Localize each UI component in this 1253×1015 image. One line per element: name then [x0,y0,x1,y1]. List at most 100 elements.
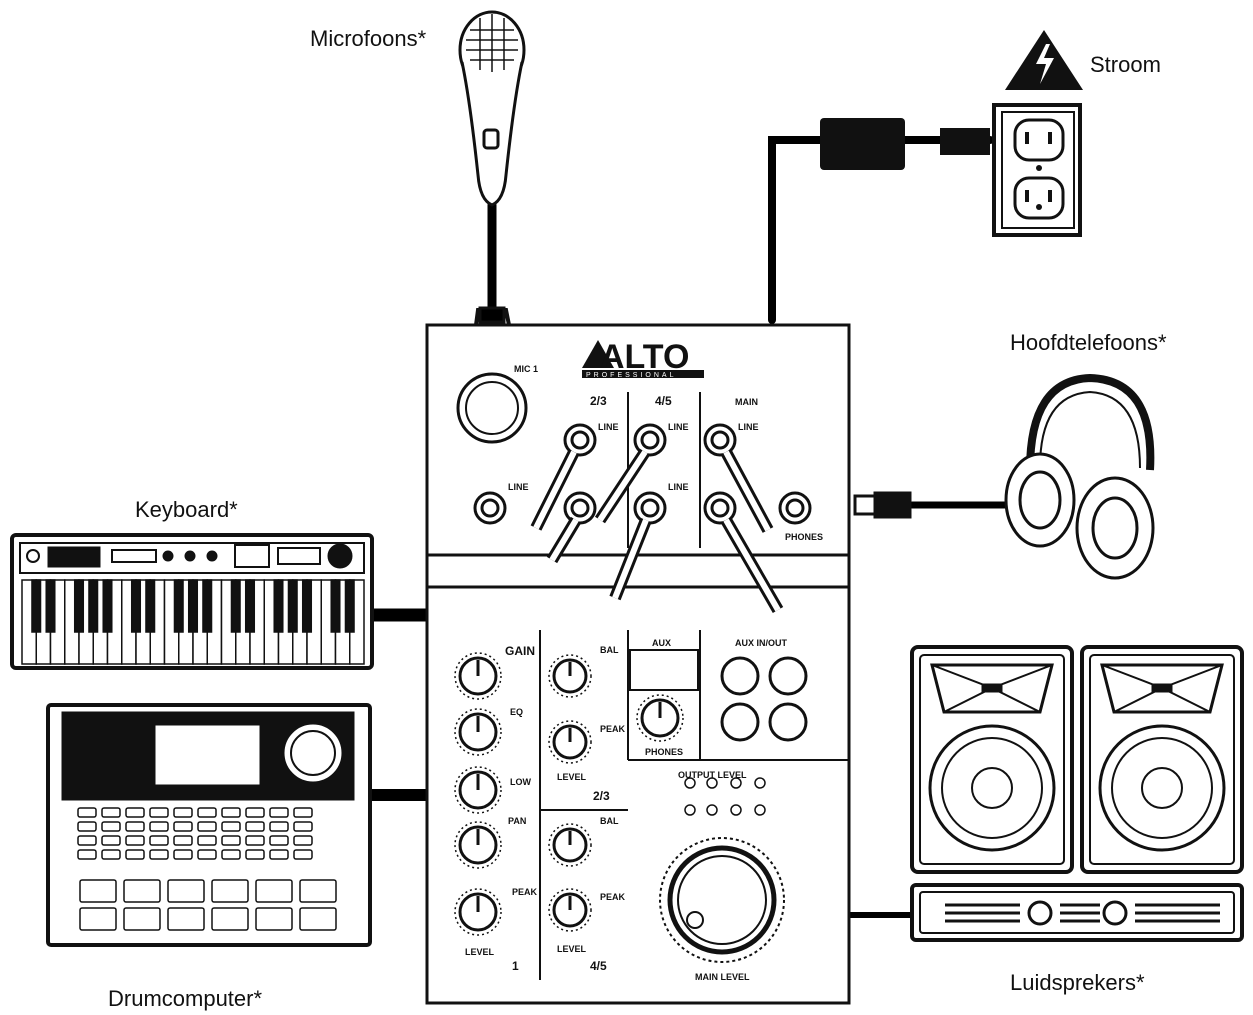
power-outlet [820,30,1083,237]
ch23-label: 2/3 [590,394,607,408]
knob [548,888,592,932]
black-key [187,579,199,633]
drum-small-button [149,807,169,818]
black-key [330,579,341,633]
drum-small-button [221,835,241,846]
drum-pad [79,879,117,903]
knob [548,654,592,698]
black-key [45,579,56,633]
drum-small-button [125,821,145,832]
line-label-23: LINE [598,422,619,432]
drum-small-button [269,835,289,846]
speaker-right [1080,645,1244,874]
drum-small-button [197,849,217,860]
black-key [273,579,284,633]
black-key [301,579,313,633]
drum-small-button [293,821,313,832]
drum-small-button [197,807,217,818]
peak-label-45: PEAK [600,892,626,902]
drum-small-button [149,835,169,846]
drum-small-button [245,835,265,846]
drum-small-button [293,835,313,846]
mixer: ALTO PROFESSIONAL MIC 1 2/3 4/5 MAIN LIN… [425,323,851,1005]
black-key [73,579,85,633]
drum-small-button [197,835,217,846]
jack-plugs [530,448,784,614]
drum-small-button [77,807,97,818]
drum-small-button [293,807,313,818]
line-label-45b: LINE [668,482,689,492]
output-leds [684,777,766,816]
amplifier [910,883,1244,942]
drum-pad [255,879,293,903]
knob [636,694,684,742]
label-microphones: Microfoons* [310,26,427,51]
drum-pad [123,907,161,931]
drum-small-button [77,835,97,846]
drum-small-button [101,821,121,832]
ch45-label: 4/5 [655,394,672,408]
black-key [202,579,213,633]
low-label: LOW [510,777,531,787]
black-key [88,579,99,633]
phones-label: PHONES [785,532,823,542]
black-key [145,579,156,633]
black-key [173,579,184,633]
main-label: MAIN [735,397,758,407]
drum-small-button [101,807,121,818]
drum-small-button [77,849,97,860]
mic-input-label: MIC 1 [514,364,538,374]
line-label-main: LINE [738,422,759,432]
drum-small-button [101,849,121,860]
output-level-label: OUTPUT LEVEL [678,770,747,780]
speakers [910,645,1244,942]
knob [548,720,592,764]
label-keyboard: Keyboard* [135,497,238,522]
knobs [454,652,695,936]
drum-pad [123,879,161,903]
knob [548,823,592,867]
keyboard [10,533,374,670]
headphones [853,373,1155,580]
eq-label: EQ [510,707,523,717]
drum-small-button [245,807,265,818]
label-speakers: Luidsprekers* [1010,970,1145,995]
drum-pad [299,879,337,903]
label-drum-machine: Drumcomputer* [108,986,263,1011]
drum-pad [167,907,205,931]
drum-small-button [269,849,289,860]
drum-small-button [101,835,121,846]
black-key [31,579,42,633]
drum-small-button [245,849,265,860]
aux-in-out-label: AUX IN/OUT [735,638,788,648]
drum-pad [211,879,249,903]
drum-pad [167,879,205,903]
mixer-brand-sub: PROFESSIONAL [586,372,676,379]
drum-small-button [125,849,145,860]
power-adapter [820,118,905,170]
drum-small-button [269,821,289,832]
drum-pad [299,907,337,931]
knob [454,652,502,700]
drum-small-button [221,849,241,860]
drum-small-button [173,849,193,860]
black-key [102,579,113,633]
power-cable [768,136,824,324]
black-key [287,579,298,633]
ch45-bottom-label: 4/5 [590,959,607,973]
line-label-1: LINE [508,482,529,492]
line-label-45: LINE [668,422,689,432]
main-level-knob [659,837,785,963]
black-key [230,579,241,633]
drum-small-button [173,821,193,832]
ch23-bottom-label: 2/3 [593,789,610,803]
bal-label-45: BAL [600,816,619,826]
drum-small-button [221,821,241,832]
level-label-1: LEVEL [465,947,495,957]
gain-label: GAIN [505,644,535,658]
peak-label-1: PEAK [512,887,538,897]
black-key [344,579,355,633]
black-key [244,579,256,633]
speaker-left [910,645,1074,874]
drum-pad [255,907,293,931]
